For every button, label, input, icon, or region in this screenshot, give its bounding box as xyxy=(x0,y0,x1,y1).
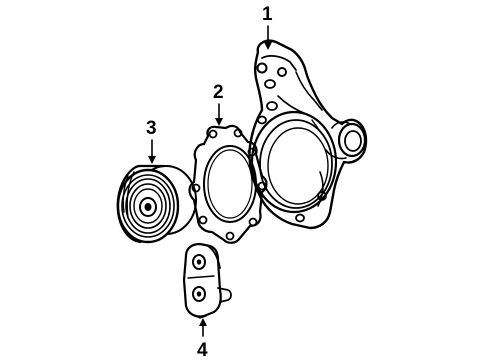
callout-label-3: 3 xyxy=(146,118,157,139)
callout-4: 4 xyxy=(197,318,208,360)
callout-3: 3 xyxy=(146,118,157,164)
bracket xyxy=(182,242,232,319)
arrow-down-icon xyxy=(264,42,272,50)
pulley xyxy=(116,164,197,244)
water-pump-housing xyxy=(248,39,368,230)
callout-label-1: 1 xyxy=(262,4,273,25)
arrow-up-icon xyxy=(199,318,207,326)
callout-label-4: 4 xyxy=(197,340,208,360)
arrow-down-icon xyxy=(215,118,223,126)
callout-label-2: 2 xyxy=(213,82,224,103)
arrow-down-icon xyxy=(148,156,156,164)
callout-2: 2 xyxy=(213,82,224,126)
callout-1: 1 xyxy=(262,4,273,50)
gasket xyxy=(188,124,268,244)
